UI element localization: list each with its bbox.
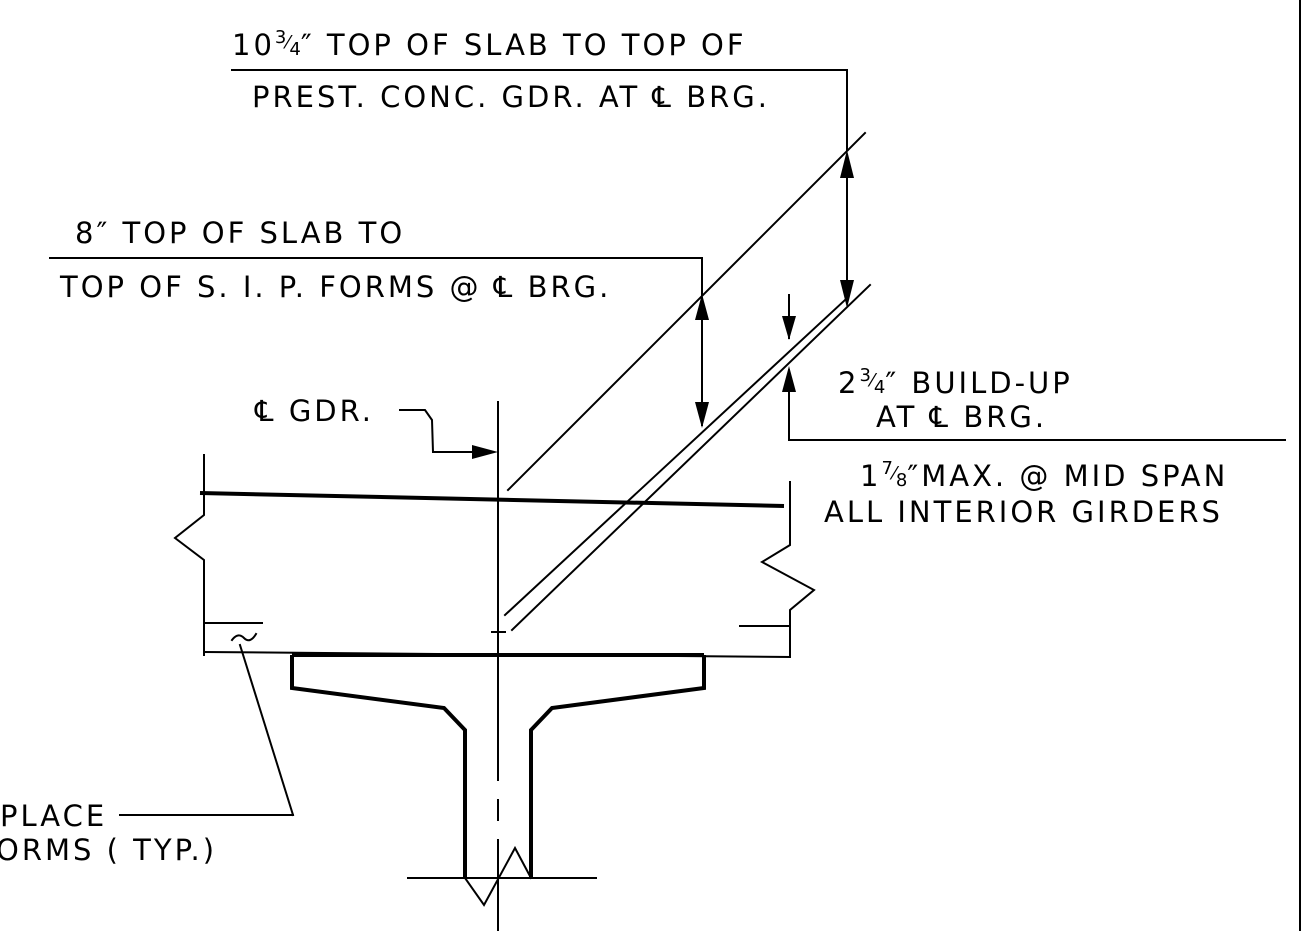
label-midspan-lead: 1	[860, 459, 881, 493]
label-slab-to-girder-slash: ⁄	[282, 32, 293, 53]
label-slab-to-girder-lead: 10	[232, 28, 275, 62]
label-sip-forms-line1: PLACE	[0, 799, 107, 833]
label-midspan: 17⁄8″MAX. @ MID SPAN ALL INTERIOR GIRDER…	[824, 458, 1228, 529]
label-buildup-slash: ⁄	[867, 370, 878, 391]
svg-text:17⁄8″MAX. @ MID SPAN: 17⁄8″MAX. @ MID SPAN	[860, 458, 1228, 493]
label-buildup-lead: 2	[838, 366, 859, 400]
label-buildup-line1: ″ BUILD-UP	[885, 366, 1072, 400]
arrow-down-icon	[782, 316, 796, 340]
arrow-down-icon	[695, 402, 709, 428]
label-slab-to-sip: 8″ TOP OF SLAB TO TOP OF S. I. P. FORMS …	[59, 216, 611, 304]
svg-text:23⁄4″ BUILD-UP: 23⁄4″ BUILD-UP	[838, 365, 1073, 400]
slab-top-edge	[199, 491, 785, 508]
label-buildup-line2: AT ℄ BRG.	[876, 400, 1047, 434]
leader-sip-forms	[238, 643, 295, 817]
label-midspan-line2: ALL INTERIOR GIRDERS	[824, 495, 1223, 529]
slab-break-left	[173, 454, 205, 656]
girder-outline-left	[290, 655, 467, 878]
label-buildup: 23⁄4″ BUILD-UP AT ℄ BRG.	[838, 365, 1073, 434]
slab-top-line	[506, 131, 867, 492]
label-slab-to-girder-line1: ″ TOP OF SLAB TO TOP OF	[301, 28, 747, 62]
leader-slab-to-girder	[231, 69, 848, 151]
label-midspan-num: 7	[881, 458, 892, 479]
buildup-line-outer	[510, 283, 872, 632]
label-midspan-den: 8	[896, 470, 907, 491]
label-centerline-gdr: ℄ GDR.	[254, 394, 374, 428]
label-slab-to-girder: 103⁄4″ TOP OF SLAB TO TOP OF PREST. CONC…	[232, 27, 770, 114]
arrow-up-icon	[840, 150, 854, 178]
label-sip-forms-line2: ORMS ( TYP.)	[0, 833, 217, 867]
buildup-line-inner	[503, 298, 847, 617]
arrow-right-icon	[472, 445, 498, 459]
label-buildup-den: 4	[874, 377, 885, 398]
arrow-down-icon	[840, 280, 854, 308]
label-midspan-slash: ⁄	[889, 463, 900, 484]
leader-centerline-gdr	[399, 409, 479, 453]
leader-slab-to-sip	[49, 257, 703, 296]
label-slab-to-girder-line2: PREST. CONC. GDR. AT ℄ BRG.	[252, 80, 770, 114]
label-slab-to-sip-line2: TOP OF S. I. P. FORMS @ ℄ BRG.	[59, 270, 611, 304]
girder-outline-right	[529, 655, 706, 878]
svg-text:103⁄4″ TOP OF SLAB TO TOP OF: 103⁄4″ TOP OF SLAB TO TOP OF	[232, 27, 747, 62]
label-slab-to-sip-line1: 8″ TOP OF SLAB TO	[75, 216, 405, 250]
label-buildup-num: 3	[859, 365, 870, 386]
arrow-up-icon	[695, 294, 709, 320]
slab-break-right	[759, 481, 816, 656]
label-slab-to-girder-den: 4	[289, 39, 300, 60]
arrow-up-icon	[782, 366, 796, 392]
girder-break	[463, 845, 533, 907]
label-slab-to-girder-num: 3	[275, 27, 286, 48]
label-midspan-line1: ″MAX. @ MID SPAN	[907, 459, 1228, 493]
form-marker	[230, 632, 258, 642]
